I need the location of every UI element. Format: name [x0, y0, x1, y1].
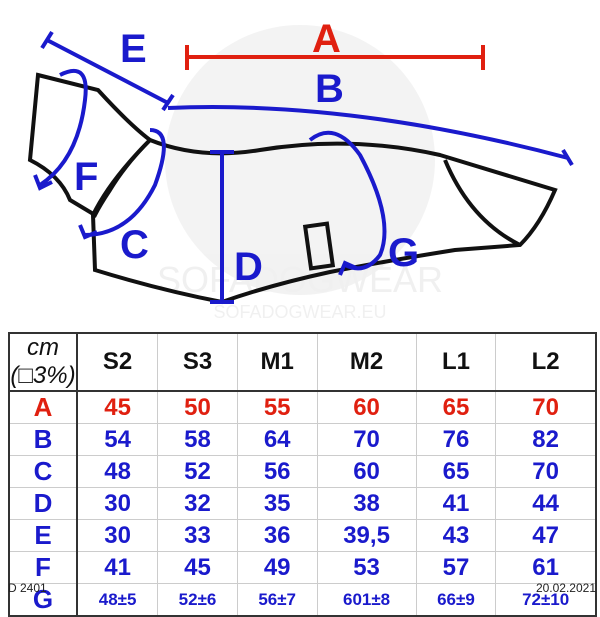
table-cell: 53 [316, 551, 417, 584]
table-cell: 54 [76, 423, 159, 456]
row-label: E [8, 519, 78, 552]
table-cell: 82 [495, 423, 597, 456]
table-cell: 30 [76, 519, 159, 552]
size-header: L1 [415, 332, 497, 392]
size-header: L2 [495, 332, 597, 392]
table-cell: 39,5 [316, 519, 417, 552]
table-cell: 56 [236, 455, 318, 488]
table-cell: 64 [236, 423, 318, 456]
size-header: M1 [236, 332, 318, 392]
svg-text:G: G [388, 231, 419, 275]
table-cell: 30 [76, 487, 159, 520]
svg-text:SOFADOGWEAR.EU: SOFADOGWEAR.EU [213, 302, 386, 322]
measure-lines [33, 30, 574, 304]
table-cell: 41 [76, 551, 159, 584]
table-cell: 35 [236, 487, 318, 520]
svg-text:F: F [74, 155, 98, 199]
table-cell: 65 [415, 455, 497, 488]
table-cell: 65 [415, 390, 497, 424]
table-cell: 38 [316, 487, 417, 520]
row-label: F [8, 551, 78, 584]
table-cell: 58 [157, 423, 238, 456]
svg-text:D: D [234, 245, 263, 289]
size-header: M2 [316, 332, 417, 392]
product-code: D 2401 [8, 581, 47, 595]
size-header: S3 [157, 332, 238, 392]
table-cell: 70 [316, 423, 417, 456]
table-cell: 76 [415, 423, 497, 456]
table-cell: 48 [76, 455, 159, 488]
table-cell: 70 [495, 455, 597, 488]
table-cell: 55 [236, 390, 318, 424]
coat-diagram: SOFADOGWEAR SOFADOGWEAR.EU A B E F C D G [27, 17, 574, 322]
row-label: D [8, 487, 78, 520]
svg-text:C: C [120, 223, 149, 267]
svg-text:A: A [312, 17, 341, 61]
table-cell: 50 [157, 390, 238, 424]
table-cell: 70 [495, 390, 597, 424]
table-cell: 61 [495, 551, 597, 584]
watermark: SOFADOGWEAR SOFADOGWEAR.EU [157, 25, 443, 322]
coat-outline [27, 72, 558, 305]
table-header-row: cm (□3%) S2 S3 M1 M2 L1 L2 [8, 332, 597, 392]
table-cell: 41 [415, 487, 497, 520]
svg-text:E: E [120, 27, 147, 71]
table-cell: 32 [157, 487, 238, 520]
table-cell: 44 [495, 487, 597, 520]
measure-labels: A B E F C D G [74, 17, 419, 289]
row-label: B [8, 423, 78, 456]
size-header: S2 [76, 332, 159, 392]
table-cell: 47 [495, 519, 597, 552]
table-cell: 60 [316, 455, 417, 488]
row-label: C [8, 455, 78, 488]
row-label: A [8, 390, 78, 424]
table-cell: 45 [157, 551, 238, 584]
table-cell: 43 [415, 519, 497, 552]
measure-a [185, 45, 485, 70]
table-cell: 57 [415, 551, 497, 584]
table-cell: 45 [76, 390, 159, 424]
table-cell: 36 [236, 519, 318, 552]
table-cell: 52 [157, 455, 238, 488]
chart-date: 20.02.2021 [535, 581, 596, 595]
table-cell: 49 [236, 551, 318, 584]
table-cell: 33 [157, 519, 238, 552]
unit-label: cm (□3%) [8, 332, 78, 392]
svg-text:B: B [315, 67, 344, 111]
table-cell: 60 [316, 390, 417, 424]
